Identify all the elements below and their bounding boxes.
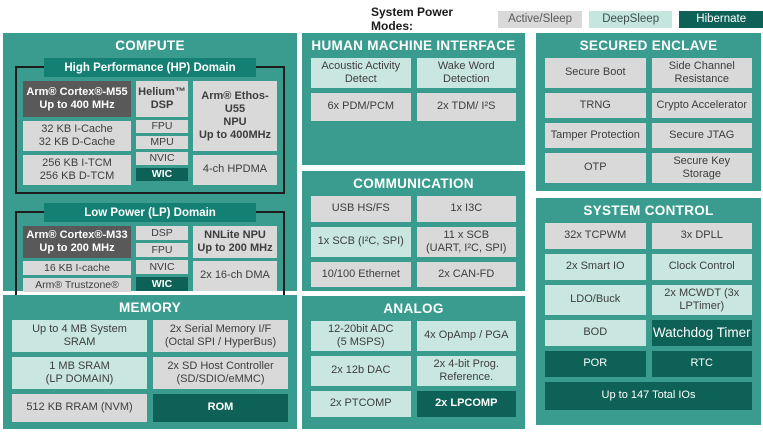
system-control-panel: SYSTEM CONTROL 32x TCPWM 3x DPLL 2x Smar… — [536, 198, 761, 425]
secured-enclave-title: SECURED ENCLAVE — [579, 38, 718, 53]
box-sd-host-controller: 2x SD Host Controller (SD/SDIO/eMMC) — [153, 357, 288, 389]
hmi-panel: HUMAN MACHINE INTERFACE Acoustic Activit… — [302, 33, 525, 165]
box-mcwdt: 2x MCWDT (3x LPTimer) — [651, 285, 752, 315]
legend-swatch-active-sleep: Active/Sleep — [498, 10, 582, 28]
box-secure-boot: Secure Boot — [545, 58, 646, 88]
memory-panel: MEMORY Up to 4 MB System SRAM 2x Serial … — [3, 295, 297, 429]
box-rtc: RTC — [651, 351, 752, 377]
box-ptcomp: 2x PTCOMP — [311, 391, 411, 417]
box-por: POR — [545, 351, 646, 377]
box-smart-io: 2x Smart IO — [545, 254, 646, 280]
box-tcpwm: 32x TCPWM — [545, 223, 646, 249]
box-pdm-pcm: 6x PDM/PCM — [311, 93, 411, 121]
box-ldo-buck: LDO/Buck — [545, 285, 646, 315]
compute-panel: COMPUTE High Performance (HP) Domain Arm… — [3, 33, 297, 301]
box-bod: BOD — [545, 320, 646, 346]
box-crypto-accelerator: Crypto Accelerator — [651, 93, 752, 118]
box-trustzone: Arm® Trustzone® — [23, 278, 131, 292]
legend-label: System Power Modes: — [371, 5, 454, 33]
box-lp-dma: 2x 16-ch DMA — [193, 261, 277, 291]
box-wake-word-detection: Wake Word Detection — [416, 58, 516, 88]
hmi-title: HUMAN MACHINE INTERFACE — [311, 38, 516, 53]
box-prog-reference: 2x 4-bit Prog. Reference. — [416, 356, 516, 386]
box-usb-hs-fs: USB HS/FS — [311, 196, 411, 222]
legend-swatch-hibernate: Hibernate — [679, 10, 763, 28]
box-hp-caches: 32 KB I-Cache 32 KB D-Cache — [23, 121, 131, 151]
box-tdm-i2s: 2x TDM/ I²S — [416, 93, 516, 121]
secured-enclave-panel: SECURED ENCLAVE Secure Boot Side Channel… — [536, 33, 761, 191]
memory-title: MEMORY — [118, 300, 182, 315]
box-acoustic-activity-detect: Acoustic Activity Detect — [311, 58, 411, 88]
box-total-ios: Up to 147 Total IOs — [545, 382, 752, 410]
box-helium-dsp: Helium™ DSP — [136, 81, 188, 117]
box-hp-nvic: NVIC — [136, 152, 188, 165]
box-cortex-m55: Arm® Cortex®-M55 Up to 400 MHz — [23, 81, 131, 117]
box-lp-nvic: NVIC — [136, 260, 188, 274]
box-lp-icache: 16 KB I-cache — [23, 261, 131, 275]
box-side-channel-resistance: Side Channel Resistance — [651, 58, 752, 88]
box-adc: 12-20bit ADC (5 MSPS) — [311, 321, 411, 351]
box-tamper-protection: Tamper Protection — [545, 123, 646, 148]
box-nnlite-npu: NNLite NPU Up to 200 MHz — [193, 226, 277, 258]
box-rom: ROM — [153, 394, 288, 422]
box-watchdog-timer: Watchdog Timer — [651, 320, 752, 346]
hp-domain-header: High Performance (HP) Domain — [44, 58, 256, 77]
hp-domain-panel: High Performance (HP) Domain Arm® Cortex… — [15, 58, 285, 194]
power-modes-legend: System Power Modes: Active/Sleep DeepSle… — [371, 5, 763, 33]
box-ethernet: 10/100 Ethernet — [311, 262, 411, 287]
box-secure-key-storage: Secure Key Storage — [651, 153, 752, 183]
box-i3c: 1x I3C — [416, 196, 516, 222]
compute-title: COMPUTE — [115, 38, 185, 53]
box-hpdma: 4-ch HPDMA — [193, 155, 277, 185]
box-dpll: 3x DPLL — [651, 223, 752, 249]
box-can-fd: 2x CAN-FD — [416, 262, 516, 287]
box-trng: TRNG — [545, 93, 646, 118]
box-11x-scb: 11 x SCB (UART, I²C, SPI) — [416, 227, 516, 257]
box-system-sram: Up to 4 MB System SRAM — [12, 320, 147, 352]
box-rram: 512 KB RRAM (NVM) — [12, 394, 147, 422]
box-scb-i2c-spi: 1x SCB (I²C, SPI) — [311, 227, 411, 257]
system-control-title: SYSTEM CONTROL — [583, 203, 714, 218]
box-dac: 2x 12b DAC — [311, 356, 411, 386]
analog-title: ANALOG — [383, 301, 444, 316]
box-lp-wic: WIC — [136, 277, 188, 291]
box-lpcomp: 2x LPCOMP — [416, 391, 516, 417]
box-otp: OTP — [545, 153, 646, 183]
box-opamp-pga: 4x OpAmp / PGA — [416, 321, 516, 351]
box-lp-fpu: FPU — [136, 243, 188, 257]
box-serial-memory-if: 2x Serial Memory I/F (Octal SPI / HyperB… — [153, 320, 288, 352]
lp-domain-panel: Low Power (LP) Domain Arm® Cortex®-M33 U… — [15, 203, 285, 301]
box-ethos-u55-npu: Arm® Ethos-U55 NPU Up to 400MHz — [193, 81, 277, 151]
box-hp-tcm: 256 KB I-TCM 256 KB D-TCM — [23, 155, 131, 185]
box-hp-fpu: FPU — [136, 120, 188, 133]
communication-panel: COMMUNICATION USB HS/FS 1x I3C 1x SCB (I… — [302, 171, 525, 291]
box-secure-jtag: Secure JTAG — [651, 123, 752, 148]
communication-title: COMMUNICATION — [353, 176, 474, 191]
box-lp-sram: 1 MB SRAM (LP DOMAIN) — [12, 357, 147, 389]
lp-domain-header: Low Power (LP) Domain — [44, 203, 256, 222]
box-clock-control: Clock Control — [651, 254, 752, 280]
box-hp-mpu: MPU — [136, 136, 188, 149]
box-cortex-m33: Arm® Cortex®-M33 Up to 200 MHz — [23, 226, 131, 258]
legend-swatch-deepsleep: DeepSleep — [588, 10, 673, 28]
box-hp-wic: WIC — [136, 168, 188, 181]
box-lp-dsp: DSP — [136, 226, 188, 240]
analog-panel: ANALOG 12-20bit ADC (5 MSPS) 4x OpAmp / … — [302, 296, 525, 429]
